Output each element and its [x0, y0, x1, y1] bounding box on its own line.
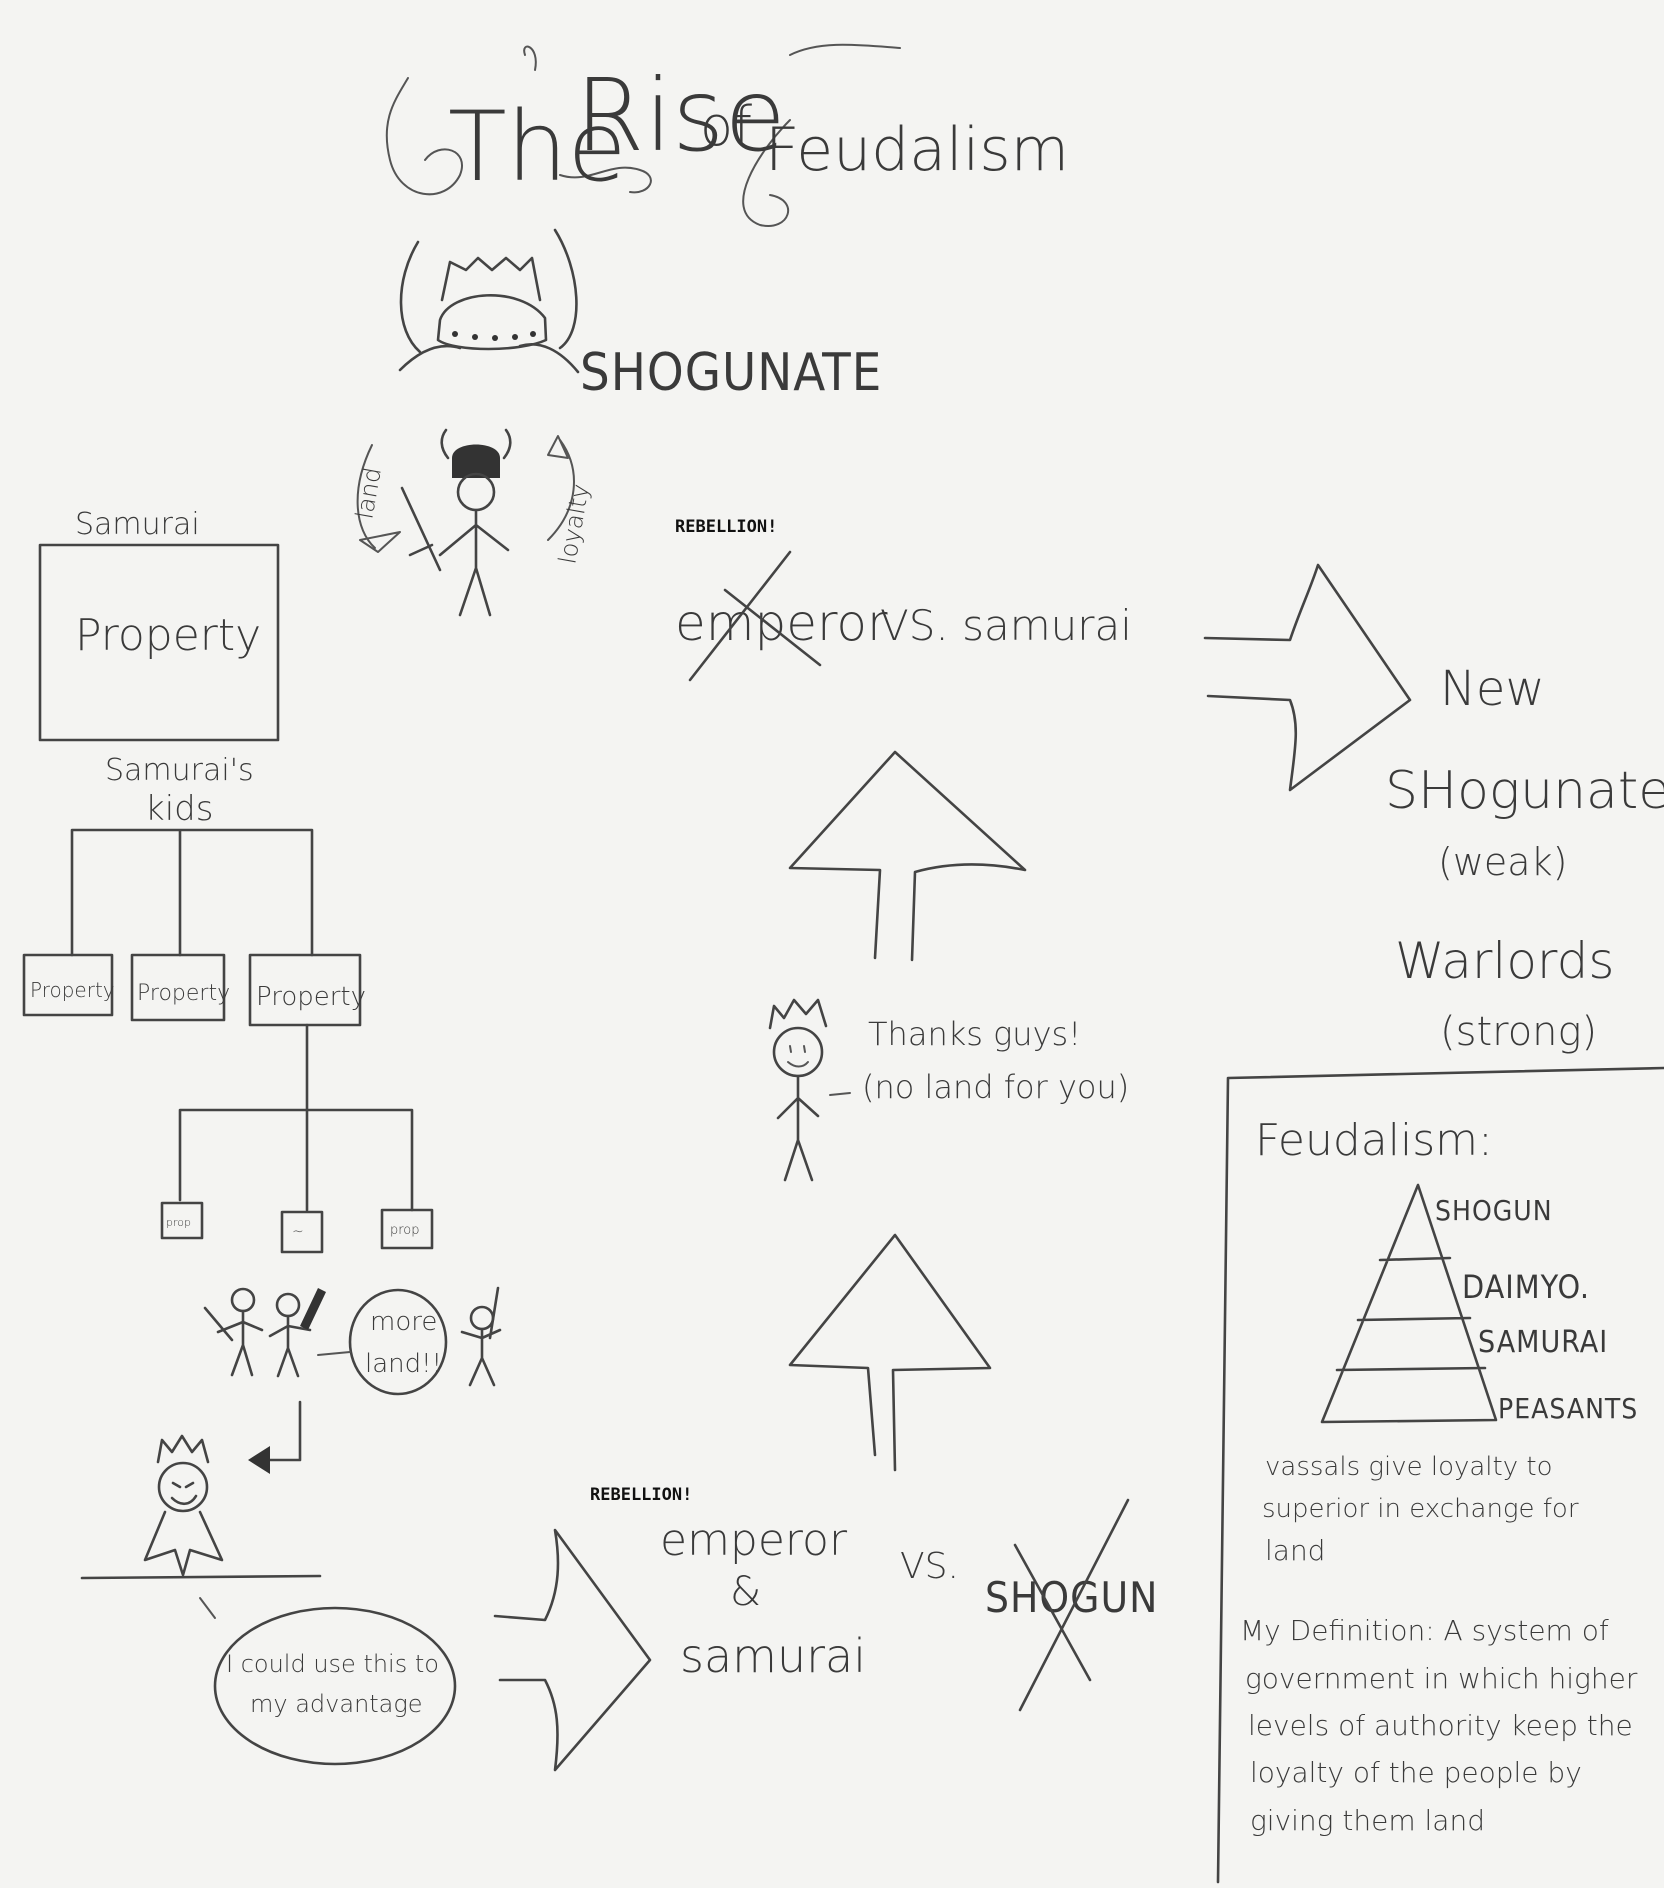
- more-land-speech-line2: land!!: [365, 1349, 442, 1379]
- pyramid-level-peasants: PEASANTS: [1498, 1392, 1638, 1425]
- arrow-up-2: [788, 750, 1027, 962]
- rebellion-1-vs: VS.: [900, 1546, 959, 1587]
- emperor-crossed-out: [688, 550, 822, 682]
- title-rise: Rise: [575, 57, 786, 174]
- definition-line2: government in which higher: [1245, 1662, 1638, 1695]
- rebellion-2-stamp: REBELLION!: [675, 517, 777, 537]
- feudalism-heading: Feudalism:: [1255, 1115, 1493, 1166]
- loyalty-label: loyalty: [553, 482, 595, 566]
- emperor-speech-line1: I could use this to: [226, 1650, 439, 1678]
- feudalism-note-line2: superior in exchange for: [1262, 1494, 1579, 1524]
- samurai-property-label: Property: [75, 610, 261, 661]
- samurai-label: Samurai: [75, 507, 200, 542]
- samurais-kids-label-line1: Samurai's: [105, 753, 254, 788]
- rebellion-2: REBELLION! emperor VS. samurai: [675, 517, 1132, 682]
- title-flourish-right: [742, 43, 901, 227]
- shogun-crossed-out: [1013, 1498, 1130, 1712]
- rebellion-2-emperor: emperor: [675, 594, 888, 652]
- title-the: The: [448, 91, 627, 203]
- result-warlords: Warlords: [1395, 932, 1614, 990]
- rebellion-1: REBELLION! emperor & samurai VS. SHOGUN: [590, 1485, 1158, 1712]
- rebellion-2-vs-samurai: VS. samurai: [880, 601, 1132, 650]
- samurai-property-panel: Samurai Property Samurai's kids Property…: [22, 507, 434, 1254]
- pyramid-level-daimyo: DAIMYO.: [1462, 1268, 1590, 1306]
- shogunate-label: SHOGUNATE: [580, 343, 882, 403]
- more-land-speech-line1: more: [370, 1307, 437, 1337]
- arrow-to-new-shogunate: [1203, 563, 1412, 792]
- arrow-to-rebellion-1: [493, 1528, 652, 1772]
- feudalism-pyramid: [1320, 1183, 1498, 1424]
- pyramid-level-samurai: SAMURAI: [1478, 1325, 1608, 1360]
- definition-line1: My Definition: A system of: [1240, 1614, 1609, 1647]
- kid-property-2: Property: [137, 981, 230, 1006]
- definition-line5: giving them land: [1250, 1804, 1485, 1837]
- shogunate-helmet: [398, 228, 580, 374]
- title: The Rise of Feudalism: [385, 43, 1069, 227]
- arrow-to-emperor: [260, 1400, 302, 1462]
- result-new: New: [1440, 661, 1545, 717]
- shogun-figure: [400, 428, 512, 617]
- samurai-property-box: [38, 543, 280, 742]
- result-strong: (strong): [1440, 1009, 1597, 1055]
- feudalism-note-line1: vassals give loyalty to: [1265, 1452, 1552, 1482]
- fighting-samurai: more land!!: [203, 1286, 502, 1396]
- kid-property-1: Property: [30, 978, 115, 1002]
- pyramid-level-shogun: SHOGUN: [1435, 1194, 1553, 1227]
- feudalism-box: Feudalism: SHOGUN DAIMYO. SAMURAI PEASAN…: [1216, 1066, 1664, 1884]
- result-new-shogunate: SHogunate!: [1385, 761, 1664, 821]
- grandkid-property-3: prop: [390, 1223, 420, 1238]
- definition-line3: levels of authority keep the: [1248, 1709, 1633, 1742]
- grandkid-property-2: ~: [292, 1224, 304, 1240]
- rebellion-1-stamp: REBELLION!: [590, 1485, 692, 1505]
- title-of: of: [700, 95, 752, 158]
- samurais-kids-label-line2: kids: [145, 789, 213, 829]
- title-flourish-left: [385, 77, 463, 196]
- title-feudalism: Feudalism: [765, 115, 1069, 185]
- rebellion-1-samurai: samurai: [680, 1629, 866, 1683]
- rebellion-1-ampersand: &: [730, 1569, 761, 1615]
- rebellion-1-shogun: SHOGUN: [985, 1573, 1158, 1622]
- land-label: land: [350, 465, 387, 521]
- grandkid-property-1: prop: [166, 1216, 191, 1229]
- kid-property-3: Property: [256, 982, 366, 1012]
- arrow-up-1: [788, 1233, 992, 1472]
- feudalism-note-line3: land: [1265, 1534, 1325, 1567]
- thanks-emperor: Thanks guys! (no land for you): [768, 998, 1129, 1182]
- scheming-emperor: [80, 1434, 322, 1619]
- emperor-speech-line2: my advantage: [250, 1690, 423, 1718]
- result: New SHogunate! (weak) Warlords (strong): [1385, 661, 1664, 1055]
- thanks-line1: Thanks guys!: [868, 1015, 1081, 1053]
- thanks-line2: (no land for you): [862, 1068, 1129, 1106]
- result-weak: (weak): [1438, 840, 1567, 884]
- emperor-speech-bubble: [213, 1606, 457, 1766]
- definition-line4: loyalty of the people by: [1250, 1756, 1582, 1789]
- rebellion-1-emperor: emperor: [660, 1515, 848, 1566]
